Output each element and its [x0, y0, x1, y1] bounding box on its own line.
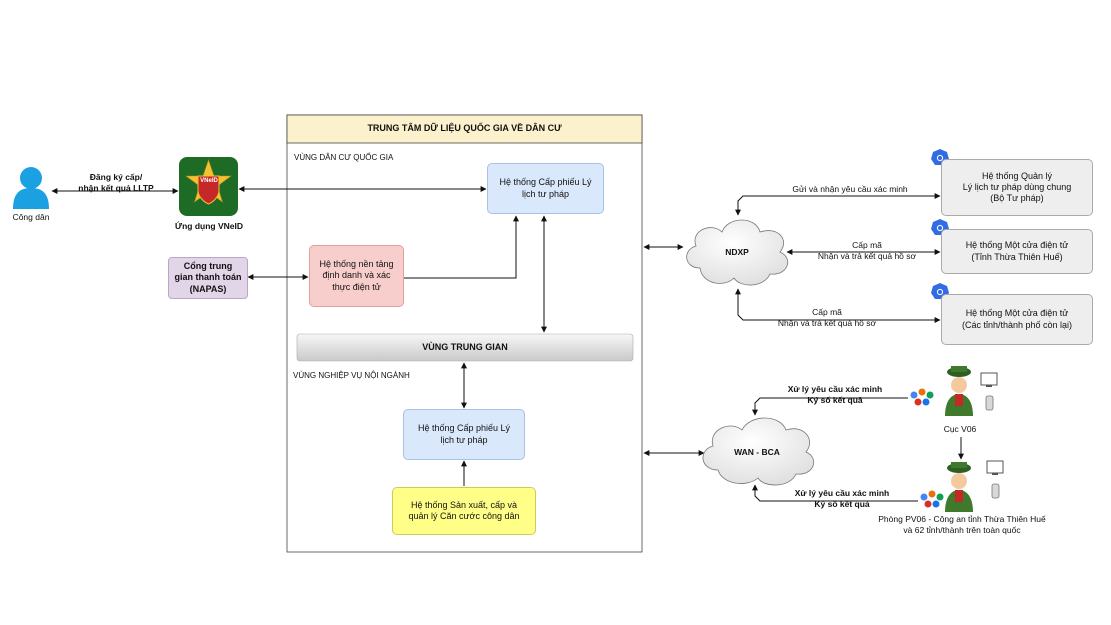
vneid-label: Ứng dụng VNeID	[175, 221, 243, 231]
wan-label: WAN - BCA	[734, 447, 780, 457]
vneid-logo-text: VNeID	[200, 178, 218, 184]
ndxp-sys1-arrow	[735, 193, 941, 216]
llp-top-box: Hệ thống Cấp phiếu Lý lịch tư pháp	[487, 163, 604, 214]
phong-pv06-label: Phòng PV06 - Công an tỉnh Thừa Thiên Huế…	[878, 514, 1046, 535]
vneid-logo-icon	[179, 157, 238, 216]
usb-token-icon	[991, 483, 1000, 499]
zone-internal-label: VÙNG NGHIỆP VỤ NỘI NGÀNH	[293, 371, 410, 380]
wan-phong-arrow	[752, 484, 918, 502]
browser-icons	[920, 490, 944, 508]
ndxp-label: NDXP	[725, 247, 749, 257]
person-icon	[13, 167, 49, 209]
ndxp-arrow-mid-label: Cấp mã Nhận và trả kết quả hồ sơ	[817, 240, 917, 261]
right-system-1: Hệ thống Quản lý Lý lịch tư pháp dùng ch…	[941, 159, 1093, 216]
identity-box: Hệ thống nền tảng định danh và xác thực …	[309, 245, 404, 307]
ndxp-arrow-bottom-label: Cấp mã Nhận và trả kết quả hồ sơ	[777, 307, 877, 328]
right-system-3: Hệ thống Một cửa điện tử (Các tỉnh/thành…	[941, 294, 1093, 345]
wan-arrow-top-label: Xử lý yêu cầu xác minh Ký số kết quả	[787, 384, 883, 405]
police-officer-icon	[945, 366, 973, 416]
citizen-label: Công dân	[12, 212, 50, 222]
cuc-v06-label: Cục V06	[943, 424, 977, 434]
production-box: Hệ thống Sản xuất, cấp và quản lý Căn cư…	[392, 487, 536, 535]
computer-icon	[986, 460, 1004, 475]
usb-token-icon	[985, 395, 994, 411]
right-system-2: Hệ thống Một cửa điện tử (Tỉnh Thừa Thiê…	[941, 229, 1093, 274]
police-officer-icon	[945, 462, 973, 512]
zone-national-label: VÙNG DÂN CƯ QUỐC GIA	[294, 153, 394, 162]
identity-llp-arrow	[404, 215, 519, 279]
ndxp-sys3-arrow	[735, 288, 941, 323]
napas-box: Cổng trung gian thanh toán (NAPAS)	[168, 257, 248, 299]
middle-zone-bar	[296, 333, 634, 362]
ndxp-cloud	[686, 219, 789, 286]
wan-cuc-arrow	[752, 397, 908, 416]
data-center-title: TRUNG TÂM DỮ LIỆU QUỐC GIA VỀ DÂN CƯ	[367, 123, 562, 134]
data-center-header-bg	[286, 114, 643, 144]
llp-bottom-box: Hệ thống Cấp phiếu Lý lịch tư pháp	[403, 409, 525, 460]
wan-cloud	[702, 417, 815, 486]
middle-zone-label: VÙNG TRUNG GIAN	[422, 341, 508, 352]
ndxp-arrow-top-label: Gửi và nhận yêu cầu xác minh	[792, 184, 908, 194]
wan-arrow-bottom-label: Xử lý yêu cầu xác minh Ký số kết quả	[794, 488, 890, 509]
computer-icon	[980, 372, 998, 387]
citizen-arrow-label: Đăng ký cấp/ nhận kết quả LLTP	[78, 172, 154, 193]
browser-icons	[910, 388, 934, 406]
